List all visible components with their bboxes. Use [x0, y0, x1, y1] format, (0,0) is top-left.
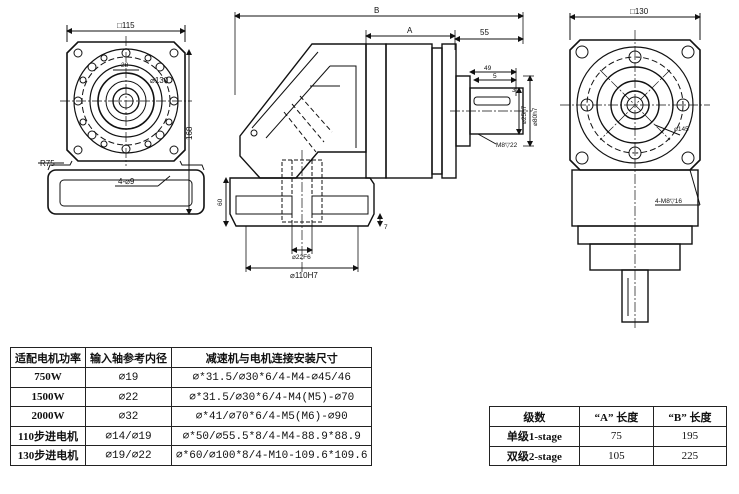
table-cell: ⌀14/⌀19	[85, 425, 172, 446]
header-motor-power: 适配电机功率	[10, 347, 86, 368]
dia-145-label: ⌀145	[674, 126, 689, 133]
header-input-bore: 输入轴参考内径	[85, 347, 172, 368]
d7-label: 7	[384, 224, 388, 231]
table-cell: 225	[652, 445, 728, 466]
table-cell: ⌀*31.5/⌀30*6/4-M4(M5)-⌀70	[170, 386, 373, 407]
table-cell: 110步进电机	[10, 425, 86, 446]
right-view	[560, 13, 710, 330]
table-row: 750W ⌀19 ⌀*31.5/⌀30*6/4-M4-⌀45/46	[10, 367, 373, 388]
right-holes-label: 4-M8▽16	[655, 198, 682, 205]
motor-spec-table: 适配电机功率 输入轴参考内径 减速机与电机连接安装尺寸 750W ⌀19 ⌀*3…	[10, 347, 373, 466]
table-header-row: 级数 “A” 长度 “B” 长度	[489, 406, 728, 427]
stage-length-table: 级数 “A” 长度 “B” 长度 单级1-stage 75 195 双级2-st…	[489, 406, 728, 466]
table-cell: ⌀19	[85, 367, 172, 388]
table-cell: 130步进电机	[10, 445, 86, 466]
table-cell: ⌀*50/⌀55.5*8/4-M4-88.9*88.9	[170, 425, 373, 446]
table-cell: 单级1-stage	[489, 426, 580, 447]
d60-label: 60	[217, 198, 224, 206]
d3-label: 3	[512, 87, 516, 94]
dia-130-label: ⌀130	[150, 76, 169, 85]
table-cell: 195	[652, 426, 728, 447]
m8-label: M8▽22	[496, 142, 518, 149]
left-holes-label: 4-⌀9	[118, 177, 135, 186]
w28-label: 28	[121, 62, 129, 69]
table-cell: ⌀*41/⌀70*6/4-M5(M6)-⌀90	[170, 406, 373, 427]
d80-label: ⌀80h7	[532, 107, 539, 126]
table-cell: ⌀32	[85, 406, 172, 427]
table-cell: ⌀*60/⌀100*8/4-M10-109.6*109.6	[170, 445, 373, 466]
table-row: 单级1-stage 75 195	[489, 426, 728, 447]
middle-view	[223, 12, 534, 272]
left-view-labels: □115 ⌀130 28 168 R75 4-⌀9	[40, 21, 194, 186]
table-header-row: 适配电机功率 输入轴参考内径 减速机与电机连接安装尺寸	[10, 347, 373, 368]
d25-label: ⌀25h7	[521, 105, 528, 124]
d49-label: 49	[484, 65, 492, 72]
a-label: A	[407, 26, 413, 35]
table-cell: ⌀22	[85, 386, 172, 407]
table-row: 2000W ⌀32 ⌀*41/⌀70*6/4-M5(M6)-⌀90	[10, 406, 373, 427]
table-cell: 2000W	[10, 406, 86, 427]
d55-label: 55	[480, 28, 489, 37]
d5-label: 5	[493, 73, 497, 80]
table-row: 110步进电机 ⌀14/⌀19 ⌀*50/⌀55.5*8/4-M4-88.9*8…	[10, 425, 373, 446]
right-square-label: □130	[630, 7, 649, 16]
table-cell: 75	[578, 426, 654, 447]
header-stage: 级数	[489, 406, 580, 427]
table-cell: 750W	[10, 367, 86, 388]
table-row: 1500W ⌀22 ⌀*31.5/⌀30*6/4-M4(M5)-⌀70	[10, 386, 373, 407]
table-cell: 1500W	[10, 386, 86, 407]
header-a-length: “A” 长度	[578, 406, 654, 427]
table-cell: 双级2-stage	[489, 445, 580, 466]
left-square-label: □115	[117, 21, 135, 30]
b-label: B	[374, 6, 379, 15]
r75-label: R75	[40, 159, 55, 168]
middle-view-labels: B A 55 49 5 3 ⌀25h7 ⌀80h7 M8▽22 ⌀22F6 ⌀1…	[217, 6, 539, 280]
d22-label: ⌀22F6	[292, 254, 311, 261]
table-cell: ⌀19/⌀22	[85, 445, 172, 466]
dim-168-label: 168	[185, 126, 194, 140]
header-mount-dims: 减速机与电机连接安装尺寸	[170, 347, 373, 368]
d110-label: ⌀110H7	[290, 271, 318, 280]
table-cell: ⌀*31.5/⌀30*6/4-M4-⌀45/46	[170, 367, 373, 388]
header-b-length: “B” 长度	[652, 406, 728, 427]
table-row: 130步进电机 ⌀19/⌀22 ⌀*60/⌀100*8/4-M10-109.6*…	[10, 445, 373, 466]
table-cell: 105	[578, 445, 654, 466]
table-row: 双级2-stage 105 225	[489, 445, 728, 466]
left-view	[38, 25, 205, 215]
right-view-labels: □130 ⌀145 4-M8▽16	[630, 7, 689, 205]
